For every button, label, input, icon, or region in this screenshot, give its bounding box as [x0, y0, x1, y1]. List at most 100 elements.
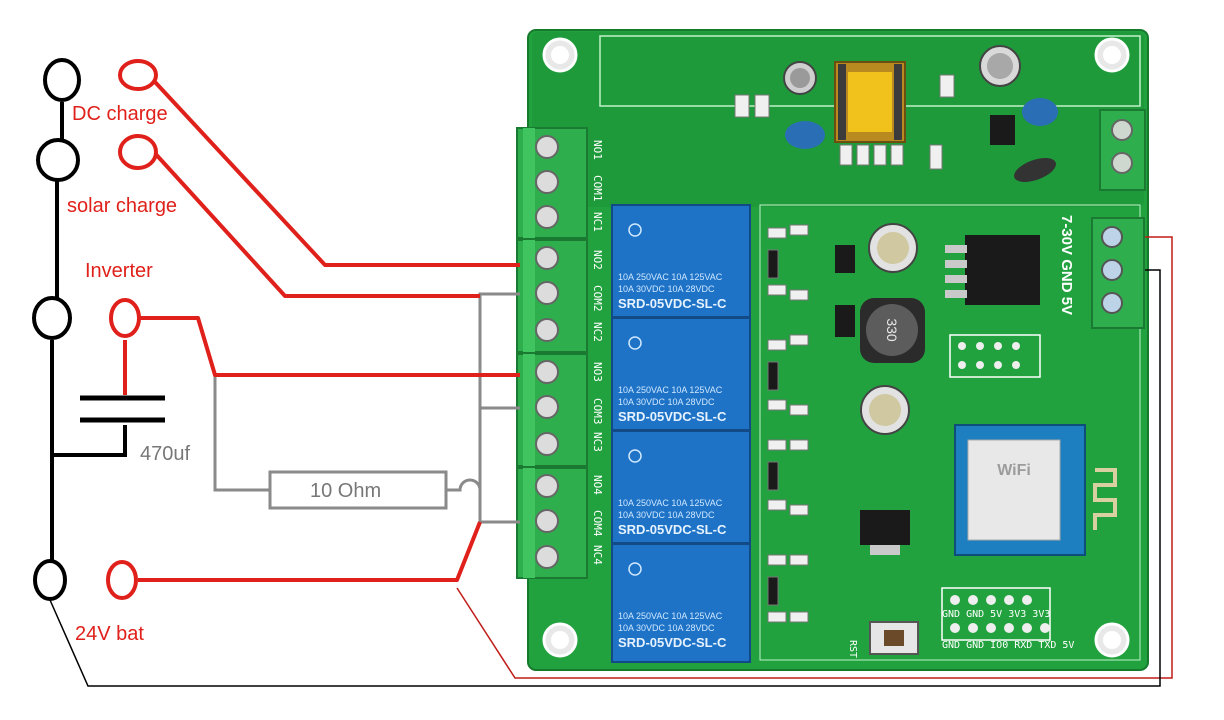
relay-rating-1: 10A 250VAC 10A 125VAC	[618, 272, 723, 282]
battery-positive-wire	[138, 521, 482, 582]
capacitor-label: 470uf	[140, 443, 190, 465]
ceramic-capacitor-2	[1022, 98, 1058, 126]
black-terminal-solar	[36, 138, 80, 182]
terminal-screw	[535, 205, 559, 229]
black-terminals	[32, 58, 81, 601]
relay-model: SRD-05VDC-SL-C	[618, 296, 727, 311]
capacitor-symbol	[80, 395, 165, 423]
relay-rating-1: 10A 250VAC 10A 125VAC	[618, 385, 723, 395]
relay-model: SRD-05VDC-SL-C	[618, 635, 727, 650]
power-positive-wire	[456, 236, 1173, 679]
reset-label: RST	[847, 640, 858, 658]
inductor-label: 330	[884, 318, 900, 342]
resistor-right-lead	[446, 478, 482, 492]
solar-charge-label: solar charge	[67, 195, 177, 217]
relay-rating-2: 10A 30VDC 10A 28VDC	[618, 284, 715, 294]
capacitor-bottom-wire	[50, 340, 127, 457]
voltage-regulator	[945, 235, 1040, 305]
smd-part	[873, 144, 887, 166]
relay-3: 10A 250VAC 10A 125VAC 10A 30VDC 10A 28VD…	[611, 430, 751, 544]
capacitor-top-right	[979, 45, 1021, 87]
terminal-block-1	[516, 127, 588, 239]
terminal-screw	[535, 395, 559, 419]
black-wires	[50, 102, 127, 562]
dc-charge-label: DC charge	[72, 103, 168, 125]
transformer	[834, 61, 906, 143]
red-terminal-solar	[118, 134, 158, 170]
smd-part	[939, 74, 955, 98]
terminal-screw	[535, 432, 559, 456]
label-no4: NO4	[591, 475, 604, 495]
label-no3: NO3	[591, 362, 604, 382]
ground-return-wire	[49, 269, 1161, 687]
terminal-screw	[535, 360, 559, 384]
pin-header-middle	[949, 334, 1041, 378]
smd-part	[890, 144, 904, 166]
smd-part	[734, 94, 750, 118]
inductor: 330	[860, 298, 925, 363]
relay-1: 10A 250VAC 10A 125VAC 10A 30VDC 10A 28VD…	[611, 204, 751, 318]
power-terminal: 7-30V GND 5V	[1058, 215, 1145, 329]
terminal-block-3	[516, 353, 588, 467]
terminal-labels: NO1 COM1 NC1 NO2 COM2 NC2 NO3 COM3 NC3 N…	[591, 140, 604, 565]
ac-input-terminal	[1099, 109, 1146, 191]
relay-rating-1: 10A 250VAC 10A 125VAC	[618, 498, 723, 508]
capacitor-mid-2	[860, 385, 910, 435]
inverter-wire	[140, 316, 520, 377]
relay-model: SRD-05VDC-SL-C	[618, 409, 727, 424]
smd-part	[839, 144, 853, 166]
terminal-screw	[1101, 226, 1123, 248]
red-terminals	[106, 59, 158, 600]
capacitor-mid-1	[868, 223, 918, 273]
mounting-hole-bl	[542, 622, 578, 658]
black-terminal-dc	[43, 58, 81, 102]
small-ic	[860, 510, 910, 545]
label-nc2: NC2	[591, 322, 604, 342]
reset-button: RST	[847, 621, 919, 658]
label-com3: COM3	[591, 398, 604, 425]
antenna-trace	[1093, 468, 1117, 530]
varistor	[1014, 157, 1056, 183]
regulator-chip	[990, 115, 1015, 145]
relay-rating-2: 10A 30VDC 10A 28VDC	[618, 397, 715, 407]
relay-2: 10A 250VAC 10A 125VAC 10A 30VDC 10A 28VD…	[611, 317, 751, 431]
relay-driver-parts	[767, 224, 809, 623]
label-com2: COM2	[591, 285, 604, 312]
relay-board: 7-30V GND 5V 330	[516, 29, 1149, 671]
label-com4: COM4	[591, 510, 604, 537]
terminal-screw	[1101, 292, 1123, 314]
wifi-module-label: WiFi	[997, 462, 1031, 479]
smd-part	[929, 144, 943, 170]
mounting-hole-br	[1094, 622, 1130, 658]
resistor-label: 10 Ohm	[310, 480, 381, 502]
terminal-screw	[535, 318, 559, 342]
label-nc1: NC1	[591, 212, 604, 232]
diode	[835, 245, 855, 273]
relay-4: 10A 250VAC 10A 125VAC 10A 30VDC 10A 28VD…	[611, 543, 751, 663]
ceramic-capacitor-1	[785, 121, 825, 149]
smd-part	[754, 94, 770, 118]
relay-rating-2: 10A 30VDC 10A 28VDC	[618, 623, 715, 633]
terminal-screw	[535, 474, 559, 498]
mounting-hole-tl	[542, 37, 578, 73]
grey-wires	[213, 292, 520, 524]
terminal-block-2	[516, 239, 588, 353]
mounting-hole-tr	[1094, 37, 1130, 73]
terminal-screw	[535, 545, 559, 569]
label-no1: NO1	[591, 140, 604, 160]
relay-rating-2: 10A 30VDC 10A 28VDC	[618, 510, 715, 520]
terminal-screw	[1101, 259, 1123, 281]
red-terminal-battery	[106, 560, 138, 600]
pin-header-bottom: GND GND 5V 3V3 3V3 GND GND IO0 RXD TXD 5…	[941, 587, 1074, 651]
pin-header-top-label: GND GND 5V 3V3 3V3	[942, 609, 1050, 620]
label-no2: NO2	[591, 250, 604, 270]
battery-label: 24V bat	[75, 623, 144, 645]
diode	[835, 305, 855, 337]
wifi-module: WiFi	[954, 424, 1117, 556]
ic-tab	[870, 545, 900, 555]
terminal-screw	[535, 246, 559, 270]
red-terminal-dc	[118, 59, 158, 91]
terminal-screw	[535, 509, 559, 533]
terminal-block-4	[516, 467, 588, 579]
